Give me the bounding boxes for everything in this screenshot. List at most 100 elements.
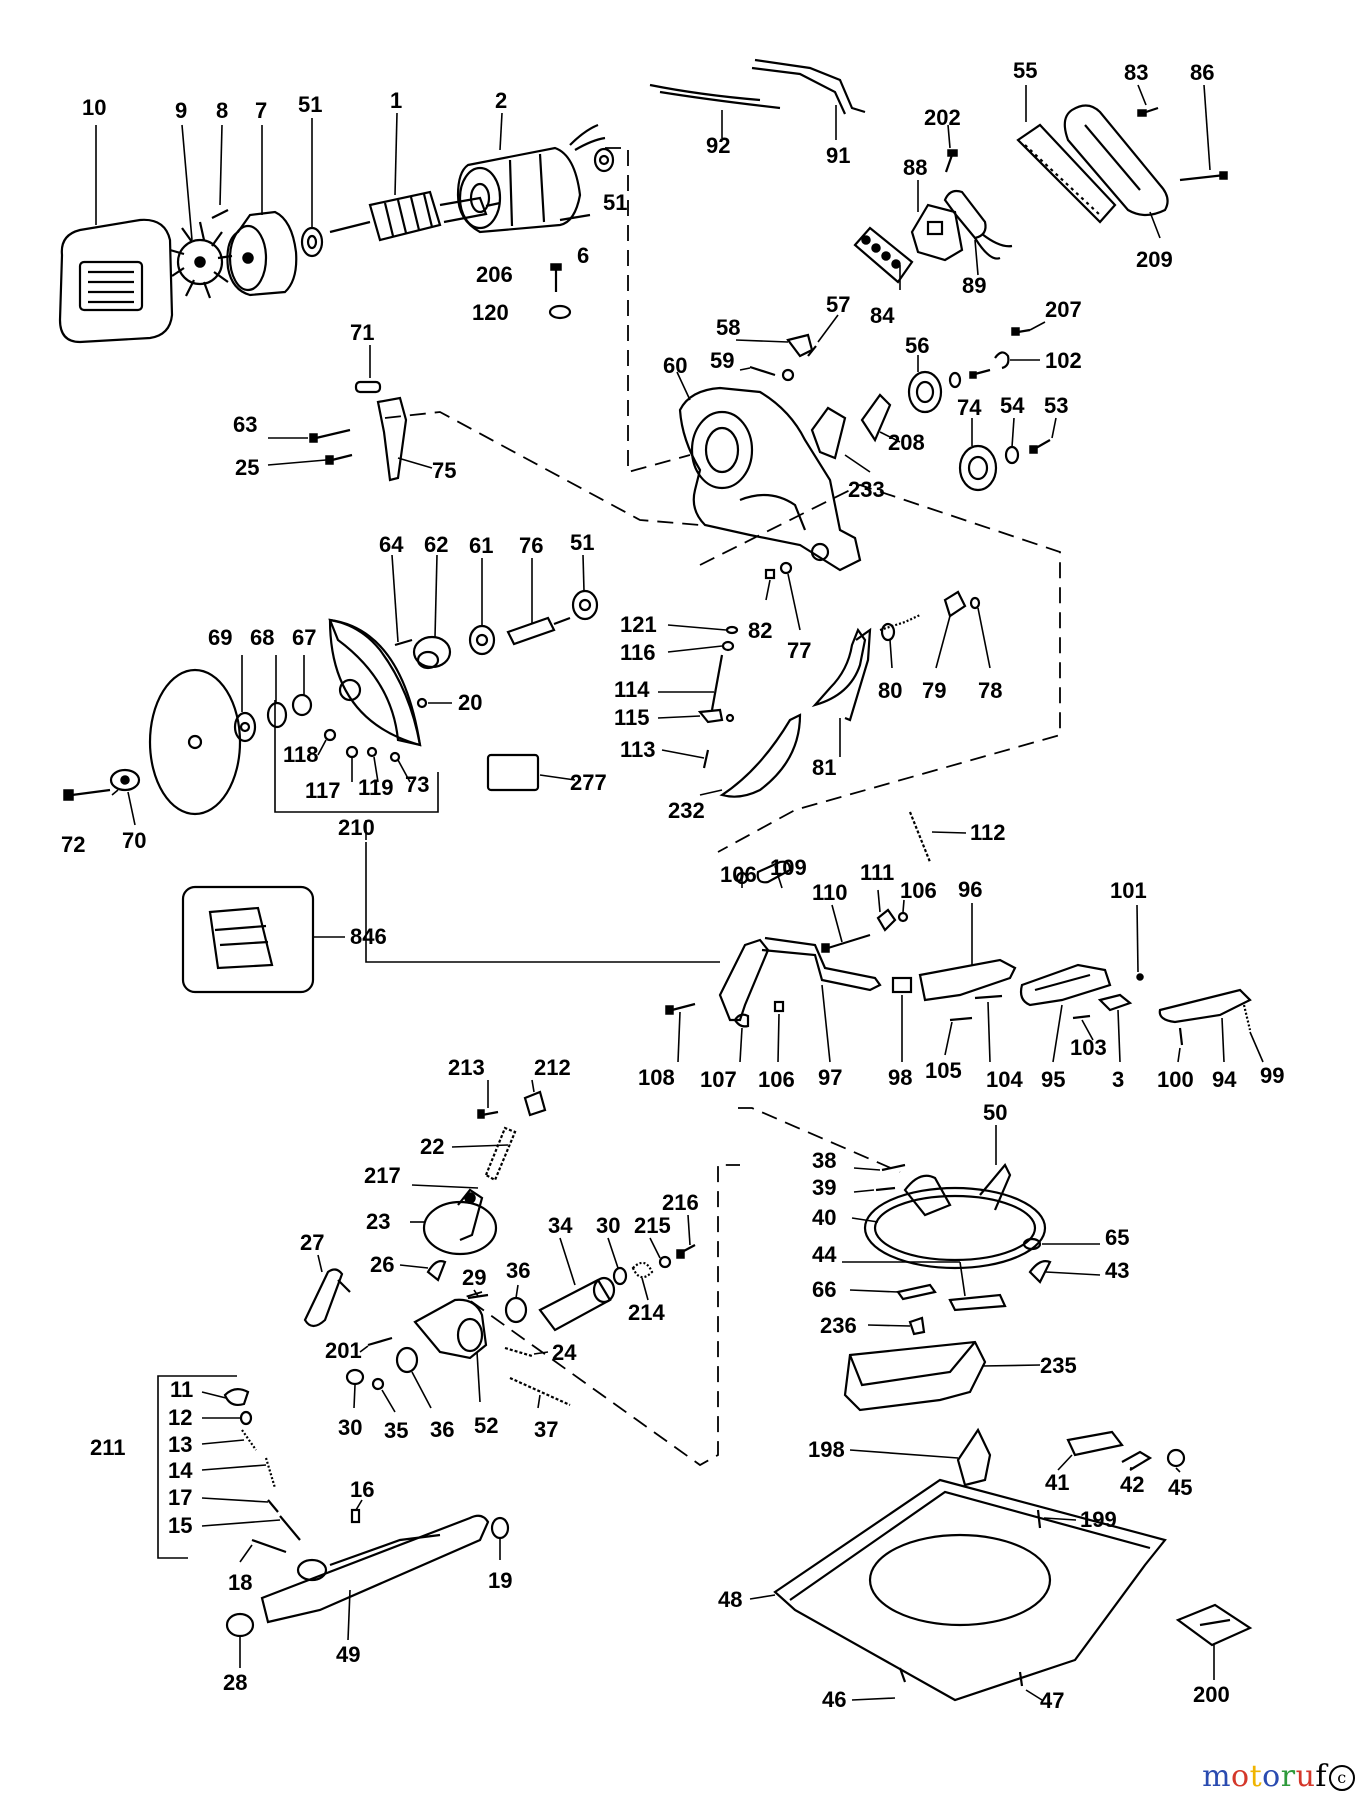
bracket-75 [376, 396, 408, 482]
turntable-40 [863, 1163, 1047, 1270]
bushing-116 [721, 640, 735, 652]
label-62: 62 [424, 532, 448, 557]
brush-6 [559, 213, 591, 222]
cord-91 [751, 58, 866, 115]
screw-213 [477, 1109, 499, 1119]
label-235: 235 [1040, 1353, 1077, 1378]
screw-101 [1136, 973, 1144, 981]
label-59: 59 [710, 348, 734, 373]
screw-57 [807, 345, 817, 357]
clip-65 [1022, 1237, 1042, 1251]
label-40: 40 [812, 1205, 836, 1230]
bushing-62 [412, 635, 452, 670]
label-56: 56 [905, 333, 929, 358]
label-208: 208 [888, 430, 925, 455]
shaft-34 [538, 1276, 616, 1332]
cap-28 [225, 1612, 255, 1638]
label-1: 1 [390, 88, 402, 113]
label-202: 202 [924, 105, 961, 130]
capacitor-89 [943, 189, 1013, 260]
label-119: 119 [358, 775, 394, 800]
label-48: 48 [718, 1587, 742, 1612]
label-80: 80 [878, 678, 902, 703]
scale-44 [948, 1293, 1007, 1312]
label-277: 277 [570, 770, 607, 795]
label-99: 99 [1260, 1063, 1284, 1088]
label-64: 64 [379, 532, 404, 557]
screw-59 [749, 365, 795, 382]
support-rail-49 [260, 1514, 490, 1624]
upper-arm-60 [678, 386, 862, 572]
label-20: 20 [458, 690, 482, 715]
label-60: 60 [663, 353, 687, 378]
label-6: 6 [577, 243, 589, 268]
lever-97 [718, 936, 882, 1022]
label-51b: 51 [603, 190, 627, 215]
brand-suffix: c [1329, 1765, 1355, 1791]
guard-232 [719, 713, 802, 798]
flange-69 [233, 711, 257, 743]
label-199: 199 [1080, 1507, 1117, 1532]
label-216: 216 [662, 1190, 699, 1215]
screw-46 [898, 1667, 907, 1683]
label-46: 46 [822, 1687, 846, 1712]
label-68: 68 [250, 625, 274, 650]
block-3 [1097, 993, 1133, 1012]
field-coil [456, 123, 606, 234]
label-118: 118 [283, 742, 319, 767]
label-66: 66 [812, 1277, 836, 1302]
label-47: 47 [1040, 1688, 1064, 1713]
label-41: 41 [1045, 1470, 1069, 1495]
label-846: 846 [350, 924, 387, 949]
block-98 [891, 976, 913, 994]
bearing-51a [300, 226, 324, 258]
label-36a: 36 [506, 1258, 530, 1283]
label-28: 28 [223, 1670, 247, 1695]
pin-109 [756, 860, 792, 884]
label-115: 115 [614, 705, 650, 730]
rod-114 [710, 654, 724, 711]
handle-96 [918, 958, 1017, 1002]
label-50: 50 [983, 1100, 1007, 1125]
screw-199 [1036, 1509, 1042, 1529]
clip-121 [725, 625, 739, 635]
nut-111 [876, 908, 897, 932]
leader-lines [95, 84, 1264, 1701]
rod-37 [509, 1376, 571, 1407]
screw-63 [309, 428, 351, 443]
label-82: 82 [748, 618, 772, 643]
bearing-61 [468, 624, 496, 656]
label-24: 24 [552, 1340, 577, 1365]
label-17: 17 [168, 1485, 192, 1510]
label-30a: 30 [596, 1213, 620, 1238]
label-76: 76 [519, 533, 543, 558]
label-92: 92 [706, 133, 730, 158]
label-51a: 51 [298, 92, 322, 117]
lead-210-846 [365, 842, 720, 963]
label-89: 89 [962, 273, 986, 298]
motor-housing [226, 210, 298, 297]
bushing-36a [504, 1296, 528, 1324]
label-16: 16 [350, 1477, 374, 1502]
pin-29 [467, 1293, 489, 1300]
belt-cover-209 [1063, 104, 1169, 217]
label-213: 213 [448, 1055, 485, 1080]
plate-208 [860, 393, 892, 443]
washer-35 [371, 1377, 385, 1391]
label-107: 107 [700, 1067, 737, 1092]
shaft-110 [821, 933, 871, 953]
plate-233 [810, 406, 847, 460]
label-117: 117 [305, 778, 341, 803]
label-210: 210 [338, 815, 375, 840]
label-30b: 30 [338, 1415, 362, 1440]
spindle-76 [506, 616, 571, 646]
screw-47 [1018, 1671, 1024, 1687]
nut-118 [323, 728, 337, 742]
pin-71 [354, 380, 382, 394]
terminal-block-84 [853, 226, 914, 284]
label-35: 35 [384, 1418, 408, 1443]
clip-20 [416, 697, 428, 709]
label-215: 215 [634, 1213, 671, 1238]
label-214: 214 [628, 1300, 665, 1325]
